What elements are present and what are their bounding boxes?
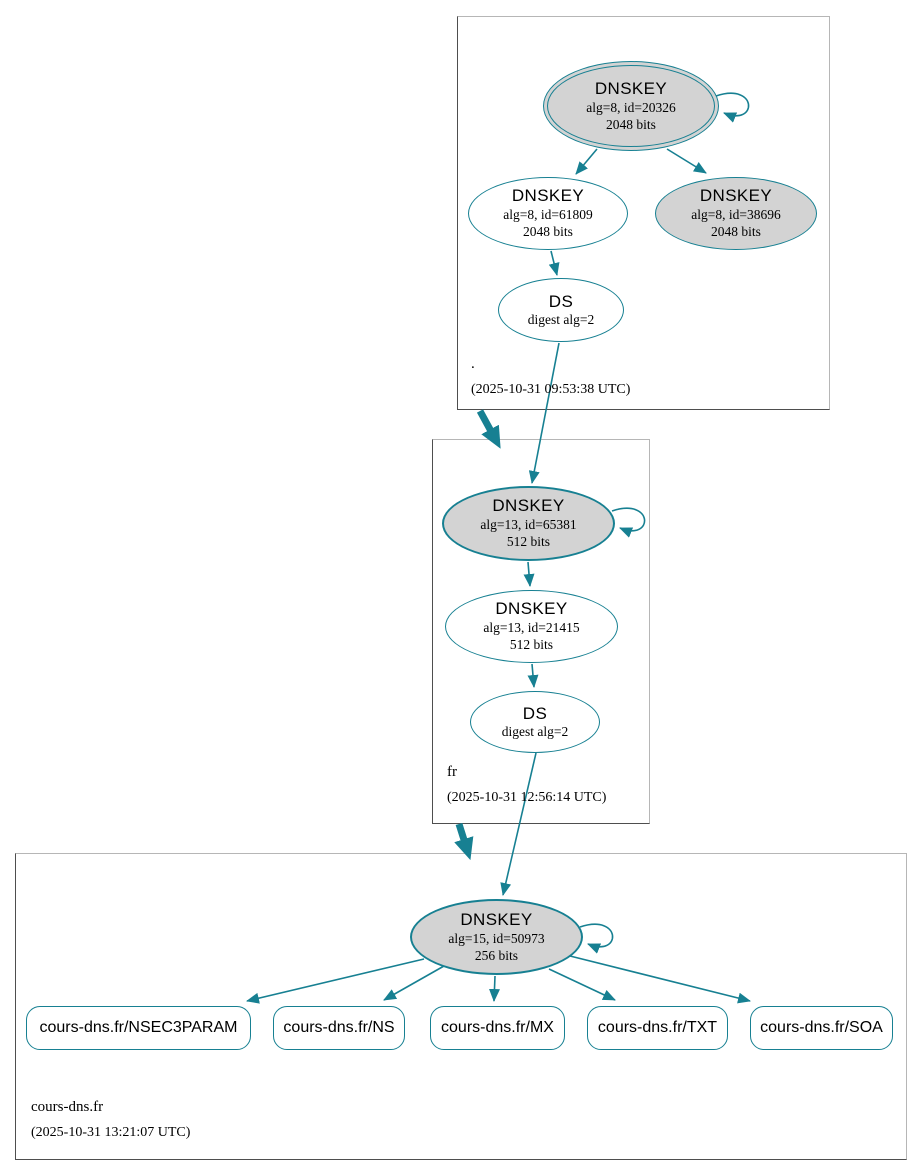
node-detail-bits: 2048 bits [606,116,656,132]
node-detail-bits: 512 bits [509,637,554,653]
dnskey-node-root-38696[interactable]: DNSKEY alg=8, id=38696 2048 bits [655,177,817,250]
zone-timestamp: (2025-10-31 13:21:07 UTC) [31,1125,191,1140]
edge-fr-ds-to-coursdns-ksk [500,752,537,896]
edge-ksk-to-txt [548,968,616,1001]
rrset-ns[interactable]: cours-dns.fr/NS [273,1006,405,1050]
node-detail-alg-id: alg=8, id=38696 [691,207,781,222]
edge-ksk-to-ns [383,965,445,1001]
ds-node-root[interactable]: DS digest alg=2 [498,278,624,342]
node-detail-bits: 2048 bits [523,224,573,240]
rrset-label: cours-dns.fr/NSEC3PARAM [39,1019,238,1036]
node-title: DNSKEY [699,186,773,206]
edge-root-ds-to-fr-ksk [528,342,560,484]
edge-root-ksk-to-key38696 [666,148,707,174]
node-title: DNSKEY [460,909,533,929]
node-detail-bits: 2048 bits [711,224,761,240]
node-title: DNSKEY [511,186,585,206]
dnskey-node-root-ksk-20326[interactable]: DNSKEY alg=8, id=20326 2048 bits [543,61,719,151]
edge-ksk-to-soa [569,955,751,1004]
edge-ksk-to-nsec3param [246,958,425,1004]
rrset-label: cours-dns.fr/NS [283,1019,395,1036]
node-title: DNSKEY [492,496,565,516]
node-detail-alg-id: alg=8, id=61809 [503,207,593,222]
node-detail-alg-id: alg=15, id=50973 [448,930,545,946]
node-detail-bits: 512 bits [506,534,551,550]
rrset-label: cours-dns.fr/TXT [597,1019,718,1036]
zone-name: fr [447,764,457,780]
node-detail-alg-id: alg=8, id=20326 [586,99,676,115]
rrset-mx[interactable]: cours-dns.fr/MX [430,1006,565,1050]
node-title: DS [522,703,548,723]
rrset-txt[interactable]: cours-dns.fr/TXT [587,1006,728,1050]
zone-name: . [471,356,475,372]
edge-fr-ksk-selfloop [611,507,646,538]
node-detail-digest: digest alg=2 [501,724,569,740]
zone-timestamp: (2025-10-31 09:53:38 UTC) [471,382,631,397]
node-detail-bits: 256 bits [474,947,519,963]
edge-root-to-fr-delegation [476,409,501,449]
edge-root-zsk-to-ds [548,250,560,276]
node-detail-digest: digest alg=2 [527,312,595,328]
zone-label-root: . (2025-10-31 09:53:38 UTC) [471,356,630,398]
edge-ksk-to-mx [488,975,500,1002]
edge-fr-to-coursdns-delegation [454,822,474,861]
zone-timestamp: (2025-10-31 12:56:14 UTC) [447,790,607,805]
node-detail-alg-id: alg=13, id=21415 [483,620,580,635]
rrset-label: cours-dns.fr/MX [441,1019,554,1036]
edge-coursdns-ksk-selfloop [579,923,614,954]
zone-name: cours-dns.fr [31,1099,104,1115]
node-detail-alg-id: alg=13, id=65381 [480,517,577,532]
node-title: DNSKEY [495,599,568,619]
node-title: DNSKEY [594,78,668,98]
dnskey-node-fr-ksk-65381[interactable]: DNSKEY alg=13, id=65381 512 bits [442,486,615,561]
node-title: DS [548,291,574,311]
dnskey-node-coursdns-ksk-50973[interactable]: DNSKEY alg=15, id=50973 256 bits [410,899,583,975]
edge-fr-ksk-to-zsk [523,561,535,587]
dnskey-node-fr-zsk-21415[interactable]: DNSKEY alg=13, id=21415 512 bits [445,590,618,663]
edge-root-ksk-to-zsk [575,148,598,175]
edge-fr-zsk-to-ds [527,663,539,688]
edge-root-ksk-selfloop [715,92,750,123]
zone-label-cours-dns-fr: cours-dns.fr (2025-10-31 13:21:07 UTC) [31,1099,190,1141]
dnskey-node-root-zsk-61809[interactable]: DNSKEY alg=8, id=61809 2048 bits [468,177,628,250]
rrset-nsec3param[interactable]: cours-dns.fr/NSEC3PARAM [26,1006,251,1050]
ds-node-fr[interactable]: DS digest alg=2 [470,691,600,753]
rrset-soa[interactable]: cours-dns.fr/SOA [750,1006,893,1050]
rrset-label: cours-dns.fr/SOA [760,1019,883,1036]
zone-label-fr: fr (2025-10-31 12:56:14 UTC) [447,764,606,806]
